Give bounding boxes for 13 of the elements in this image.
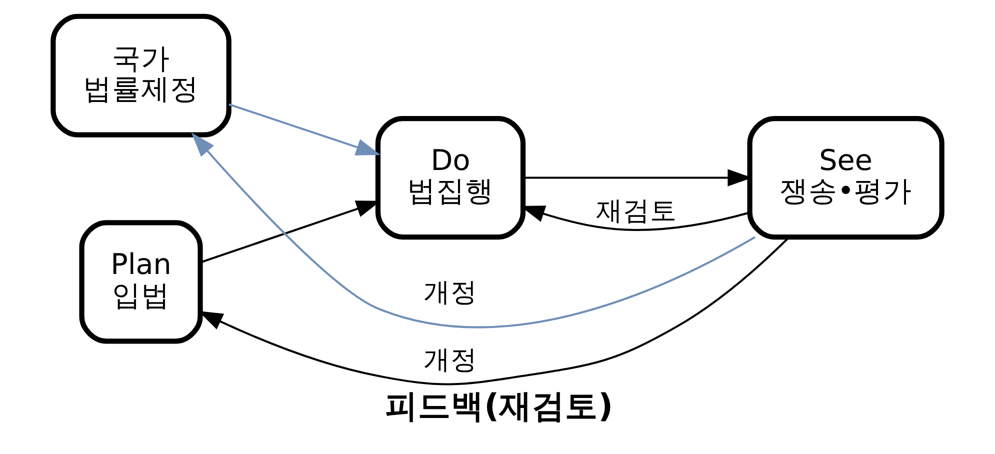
- arrow: [523, 169, 752, 186]
- arrow: [228, 103, 381, 156]
- edge-label: 개정: [424, 344, 478, 376]
- node-box: Do 법집행: [375, 116, 526, 240]
- node-box: Plan 입법: [79, 220, 203, 344]
- caption: 피드백(재검토): [385, 386, 614, 425]
- arrow: [520, 206, 750, 231]
- node-box: 국가 법률제정: [50, 14, 232, 138]
- edge-label: 개정: [424, 277, 478, 308]
- arrow: [200, 200, 381, 264]
- node-box: See 쟁송•평가: [747, 116, 944, 240]
- arrow: [191, 132, 756, 328]
- edge-label: 재검토: [596, 195, 677, 226]
